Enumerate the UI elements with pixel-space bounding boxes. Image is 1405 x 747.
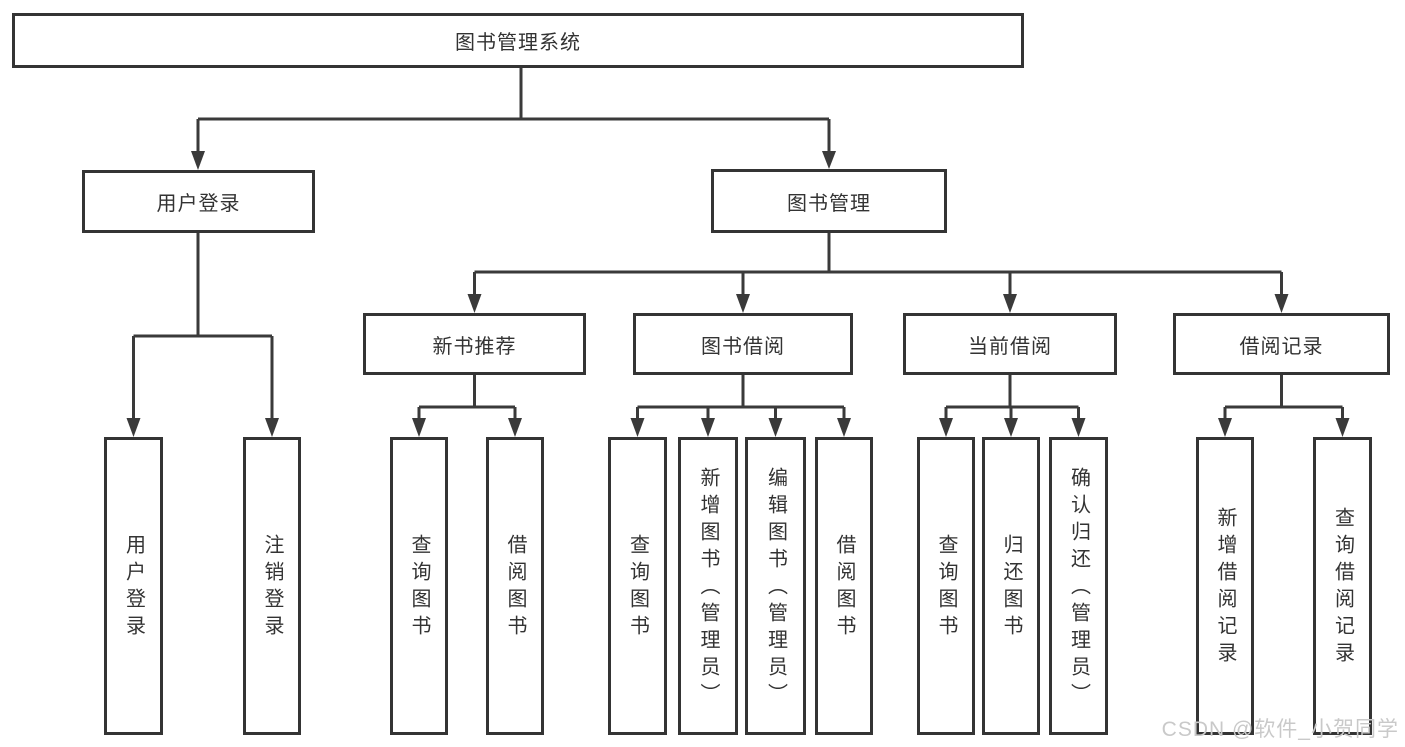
leaf-bb-edit-books-admin: 编辑图书（管理员） <box>745 437 806 735</box>
leaf-bb-borrow-books: 借阅图书 <box>815 437 873 735</box>
csdn-watermark: CSDN @软件_小贺同学 <box>1161 718 1399 741</box>
leaf-br-add-record: 新增借阅记录 <box>1196 437 1254 735</box>
leaf-cb-return-books: 归还图书 <box>982 437 1040 735</box>
leaf-bb-query-books: 查询图书 <box>608 437 667 735</box>
node-current-borrow: 当前借阅 <box>903 313 1117 375</box>
leaf-cb-query-books: 查询图书 <box>917 437 975 735</box>
leaf-nbr-borrow-books: 借阅图书 <box>486 437 544 735</box>
leaf-br-query-record: 查询借阅记录 <box>1313 437 1372 735</box>
node-borrow-records: 借阅记录 <box>1173 313 1390 375</box>
node-book-management: 图书管理 <box>711 169 947 233</box>
leaf-cb-confirm-return-admin: 确认归还（管理员） <box>1049 437 1108 735</box>
leaf-nbr-query-books: 查询图书 <box>390 437 448 735</box>
node-user-login: 用户登录 <box>82 170 315 233</box>
node-new-book-recommend: 新书推荐 <box>363 313 586 375</box>
node-root: 图书管理系统 <box>12 13 1024 68</box>
leaf-logout: 注销登录 <box>243 437 301 735</box>
node-book-borrow: 图书借阅 <box>633 313 853 375</box>
leaf-bb-add-books-admin: 新增图书（管理员） <box>678 437 738 735</box>
leaf-user-login: 用户登录 <box>104 437 163 735</box>
